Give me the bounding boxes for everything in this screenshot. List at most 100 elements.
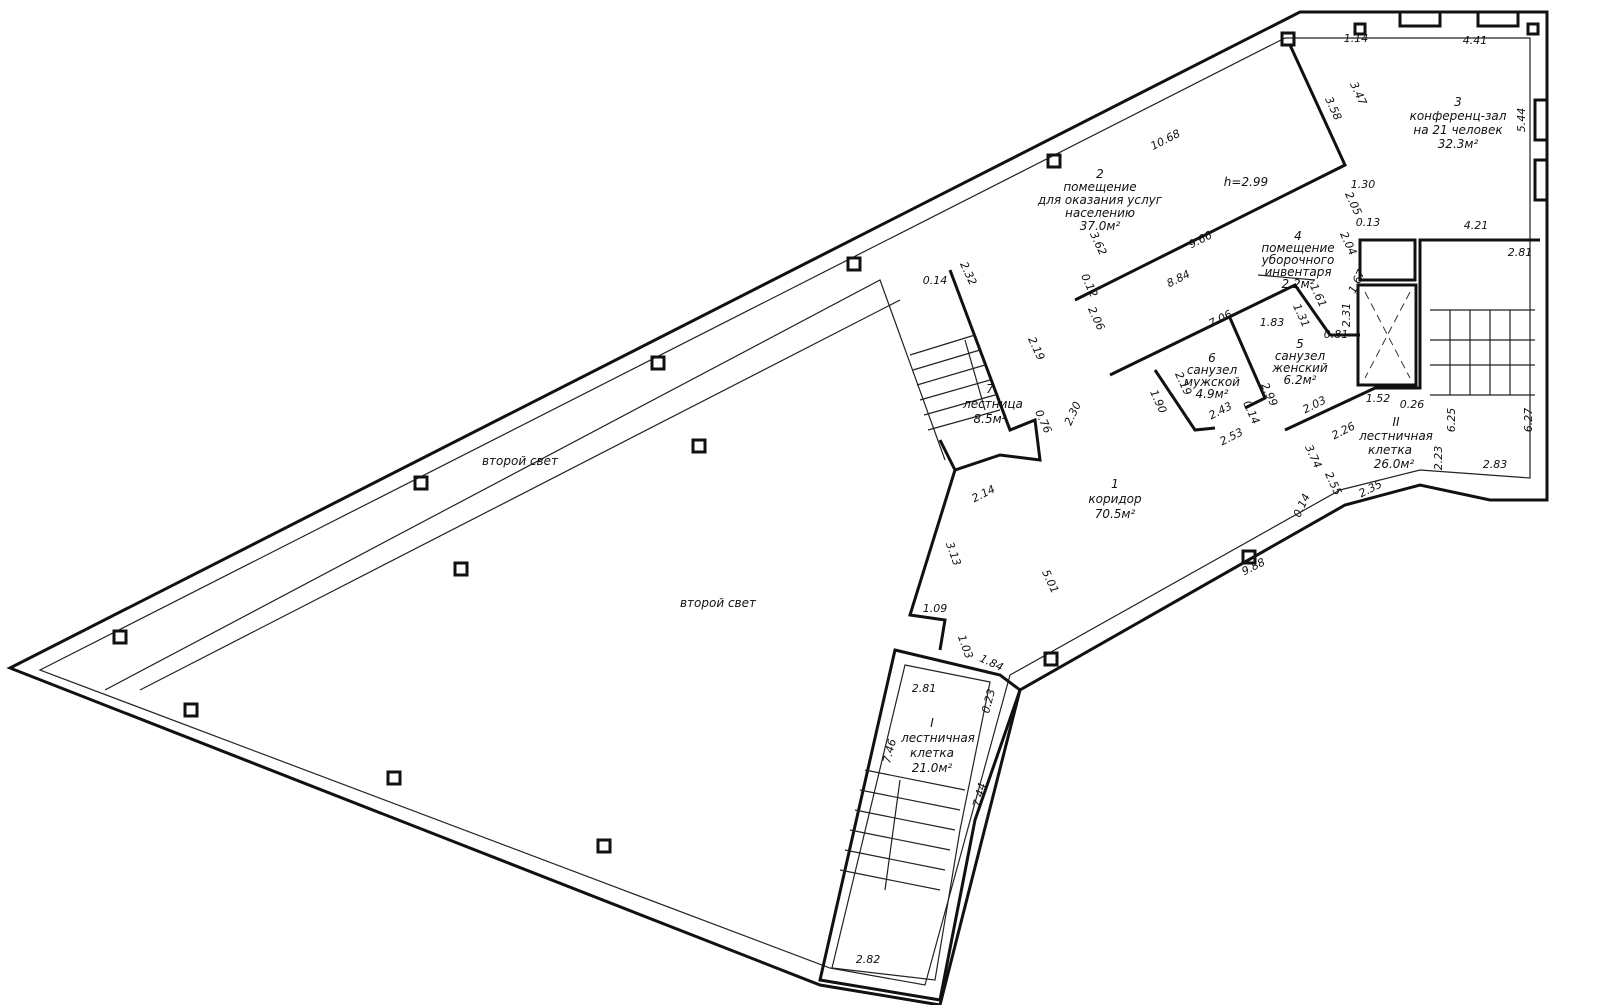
room-area: 8.5м² [974, 412, 1007, 426]
second-light-label: второй свет [680, 596, 757, 610]
room-name: клетка [1368, 443, 1412, 457]
dimension: 10.68 [1148, 127, 1182, 153]
dimension: 0.23 [979, 688, 998, 715]
dimension: 1.67 [1346, 268, 1368, 296]
partition-wc-women [1228, 317, 1267, 410]
room-name: населению [1065, 206, 1135, 220]
stairs-7 [909, 334, 1001, 431]
dimension: 3.13 [943, 540, 964, 567]
dimension: 8.84 [1165, 268, 1193, 291]
room-name: помещение [1261, 241, 1334, 255]
dimension: 3.58 [1322, 95, 1344, 123]
room-area: 70.5м² [1095, 507, 1136, 521]
dimension: 3.62 [1087, 230, 1109, 258]
room-1-label: 1 коридор 70.5м² [1088, 477, 1142, 521]
dimension: 2.99 [1258, 381, 1280, 409]
dimension: 1.83 [1260, 316, 1285, 329]
room-name: уборочного [1261, 253, 1335, 267]
room-number: 2 [1096, 167, 1104, 181]
room-area: 37.0м² [1080, 219, 1121, 233]
stairs-II [1430, 309, 1535, 396]
room-name: лестничная [900, 731, 975, 745]
windows [1353, 10, 1549, 202]
elevator-cross [1364, 291, 1411, 379]
stair-I-label: I лестничная клетка 21.0м² [900, 716, 975, 775]
dimension: 2.81 [1508, 246, 1533, 259]
room-number: 7 [986, 382, 994, 396]
room-name: на 21 человек [1413, 123, 1503, 137]
room-2-label: 2 помещение для оказания услуг населению… [1037, 167, 1163, 233]
dimension: 2.04 [1337, 230, 1359, 258]
dimension: 1.03 [955, 633, 976, 660]
dimension: 2.05 [1342, 190, 1364, 218]
room-area: 6.2м² [1284, 373, 1317, 387]
second-light-label: второй свет [482, 454, 559, 468]
dimension: 1.09 [923, 602, 948, 615]
room-number: 3 [1454, 95, 1462, 109]
partition-wc-men [1153, 369, 1216, 432]
room-name: для оказания услуг [1037, 193, 1163, 207]
dimension: 2.14 [970, 483, 998, 506]
stair-II-label: II лестничная клетка 26.0м² [1358, 415, 1433, 471]
dimension: 3.74 [1302, 443, 1324, 471]
corridor-west-wall [908, 469, 957, 651]
dimension: 0.26 [1400, 398, 1425, 411]
dimension: 0.14 [1240, 399, 1262, 427]
dimension: 5.44 [1515, 108, 1528, 133]
room-name: санузел [1187, 363, 1238, 377]
dimension: 2.31 [1340, 303, 1353, 328]
dimension: 2.82 [856, 953, 881, 966]
room-area: 21.0м² [912, 761, 953, 775]
dimension: 6.25 [1445, 408, 1458, 433]
dimension: 2.32 [957, 260, 979, 288]
dimension: 2.06 [1085, 305, 1107, 333]
room-name: конференц-зал [1410, 109, 1507, 123]
partition-room2-room3 [1074, 44, 1347, 302]
room-name: коридор [1088, 492, 1142, 506]
dimension: 2.19 [1025, 335, 1047, 363]
room-area: 2.2м² [1282, 277, 1315, 291]
dimension: 1.30 [1351, 178, 1376, 191]
gallery-line [104, 279, 946, 691]
room-number: 1 [1111, 477, 1119, 491]
dimension: 6.27 [1522, 408, 1535, 433]
room-number: II [1392, 415, 1400, 429]
room-name: инвентаря [1264, 265, 1331, 279]
dimension: 1.52 [1366, 392, 1391, 405]
dimension: 2.23 [1432, 446, 1445, 471]
dimension: 1.90 [1147, 388, 1169, 416]
dimension: 2.43 [1207, 400, 1235, 423]
room-area: 32.3м² [1438, 137, 1479, 151]
elevator-shaft [1356, 283, 1418, 387]
room-name: помещение [1063, 180, 1136, 194]
dimension: 2.30 [1062, 400, 1084, 428]
room-name: санузел [1275, 349, 1326, 363]
dimension: 7.46 [880, 738, 899, 765]
dimension: 1.14 [1344, 32, 1369, 45]
room-name: женский [1271, 361, 1328, 375]
room-name: лестница [962, 397, 1023, 411]
piers [112, 31, 1296, 854]
dimension: 0.14 [923, 274, 948, 287]
room-name: клетка [910, 746, 954, 760]
utility-box [1358, 238, 1417, 282]
room-7-label: 7 лестница 8.5м² [962, 382, 1023, 426]
dimension: 0.13 [1356, 216, 1381, 229]
partition-sanitary [1109, 283, 1360, 377]
ceiling-height-note: h=2.99 [1224, 175, 1268, 189]
room-number: 4 [1294, 229, 1302, 243]
dimension: 4.41 [1463, 34, 1488, 47]
stair-I-inner [831, 664, 991, 981]
room-4-label: 4 помещение уборочного инвентаря 2.2м² [1261, 229, 1335, 291]
stair-I-walls [818, 648, 1022, 1002]
dimension: 7.44 [970, 782, 989, 809]
exterior-wall-outer [6, 10, 1549, 1005]
room-name: лестничная [1358, 429, 1433, 443]
room-name: мужской [1184, 375, 1240, 389]
dimension: 4.21 [1464, 219, 1489, 232]
dimension: 0.14 [1291, 492, 1313, 520]
dimension: 2.26 [1330, 420, 1358, 443]
room-area: 4.9м² [1196, 387, 1229, 401]
room-area: 26.0м² [1374, 457, 1415, 471]
dimension: 2.81 [912, 682, 937, 695]
